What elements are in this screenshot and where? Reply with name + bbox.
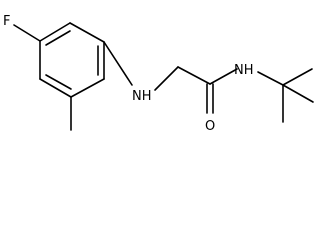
bonds [13,22,314,131]
tbutyl-methyl-2 [282,84,314,103]
atom-labels: F NH NH O [3,14,254,134]
c-f-bond [13,24,41,42]
n-ch2-bond [154,66,179,91]
ring-n-bond [103,41,133,86]
amide-nh-label: NH [234,63,254,78]
ch2-carbonyl-bond [177,66,211,85]
n-tbutyl-bond [257,71,284,86]
carbonyl-oxygen-label: O [205,119,215,134]
ring-double-bond-3 [45,74,72,90]
ring-bond-5 [39,78,72,98]
tbutyl-methyl-3 [282,68,313,86]
ring-bond-2 [69,22,105,43]
carbonyl-n-bond [209,68,238,85]
ring-bond-4 [70,78,105,98]
ring-double-bond-1 [45,30,71,46]
molecule-structure: F NH NH O [3,14,314,134]
fluorine-label: F [3,14,10,29]
amine-nh-label: NH [132,89,152,104]
ring-bond-1 [39,22,71,42]
